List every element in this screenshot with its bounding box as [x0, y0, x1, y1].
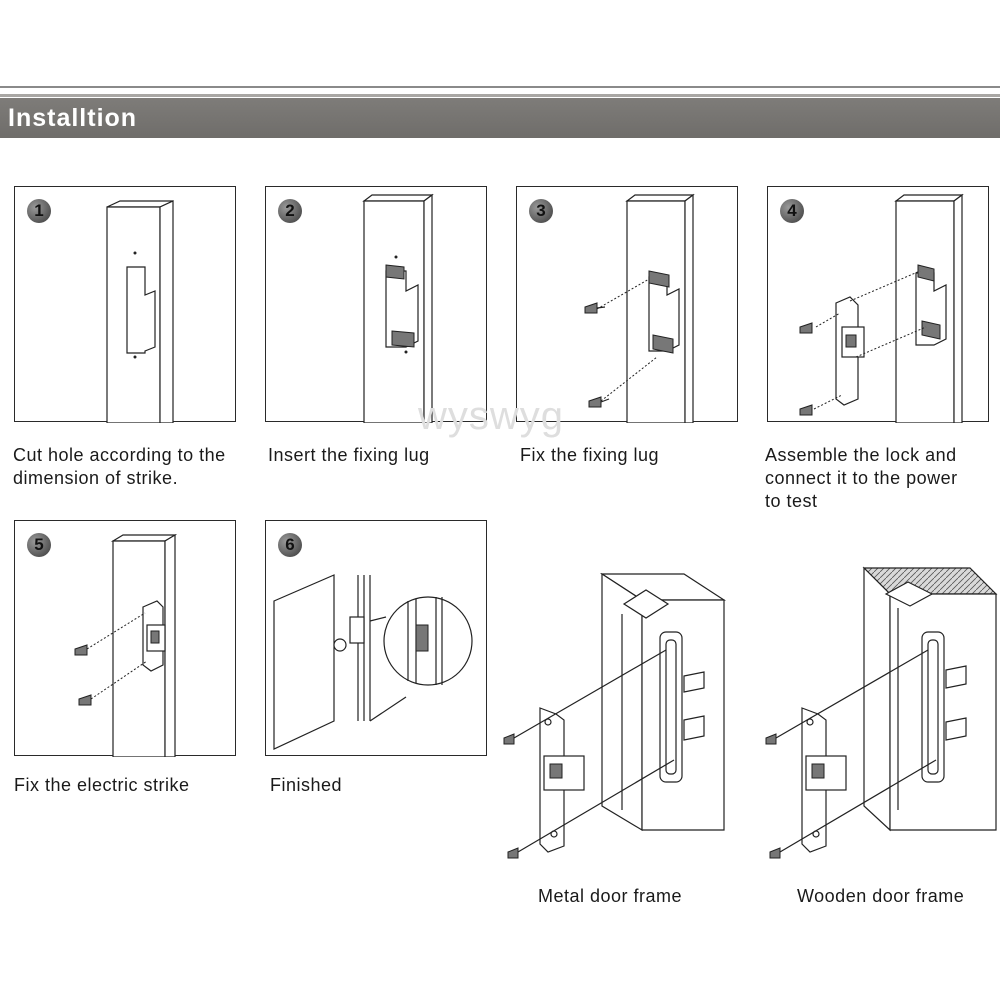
step-2-panel: 2	[265, 186, 487, 423]
metal-door-frame-illustration	[503, 572, 727, 859]
step-2-badge: 2	[278, 199, 302, 223]
step-4-illustration	[799, 193, 964, 423]
step-1-caption: Cut hole according to the dimension of s…	[13, 445, 226, 488]
step-5-badge: 5	[27, 533, 51, 557]
step-5-illustration	[74, 533, 178, 757]
step-4-panel: 4	[767, 186, 989, 423]
screw-icon	[584, 302, 606, 314]
step-6-badge: 6	[278, 533, 302, 557]
step-5-caption: Fix the electric strike	[14, 775, 190, 795]
screw-icon	[799, 404, 813, 416]
screw-icon	[78, 694, 92, 706]
page-title: Installtion	[8, 104, 138, 132]
step-3-panel: 3	[516, 186, 738, 423]
step-4-caption: Assemble the lock and connect it to the …	[765, 445, 958, 511]
wooden-door-frame-illustration	[765, 566, 998, 859]
step-4-badge: 4	[780, 199, 804, 223]
step-6-illustration	[273, 574, 473, 750]
wooden-frame-caption: Wooden door frame	[797, 886, 965, 906]
step-6-panel: 6	[265, 520, 487, 756]
header-bar	[0, 98, 1000, 138]
step-5-panel: 5	[14, 520, 236, 757]
header-stripe	[0, 94, 1000, 97]
step-2-illustration	[362, 193, 434, 423]
metal-frame-caption: Metal door frame	[538, 886, 683, 906]
step-1-illustration	[106, 200, 174, 423]
step-3-badge: 3	[529, 199, 553, 223]
top-rule	[0, 86, 1000, 88]
step-6-caption: Finished	[270, 775, 343, 795]
step-1-panel: 1	[14, 186, 236, 423]
step-1-badge: 1	[27, 199, 51, 223]
step-2-caption: Insert the fixing lug	[268, 445, 430, 465]
step-3-caption: Fix the fixing lug	[520, 445, 660, 465]
screw-icon	[799, 322, 813, 334]
screw-icon	[588, 396, 610, 408]
step-3-illustration	[584, 193, 695, 423]
screw-icon	[74, 644, 88, 656]
